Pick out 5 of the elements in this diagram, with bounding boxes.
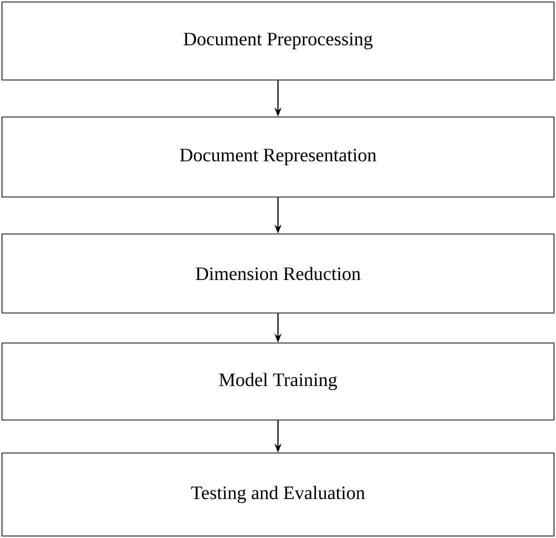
process-box: Dimension Reduction — [2, 234, 554, 314]
process-box: Model Training — [2, 342, 554, 420]
process-box: Document Representation — [2, 116, 554, 198]
process-box: Document Preprocessing — [2, 2, 554, 80]
process-box: Testing and Evaluation — [2, 452, 554, 536]
